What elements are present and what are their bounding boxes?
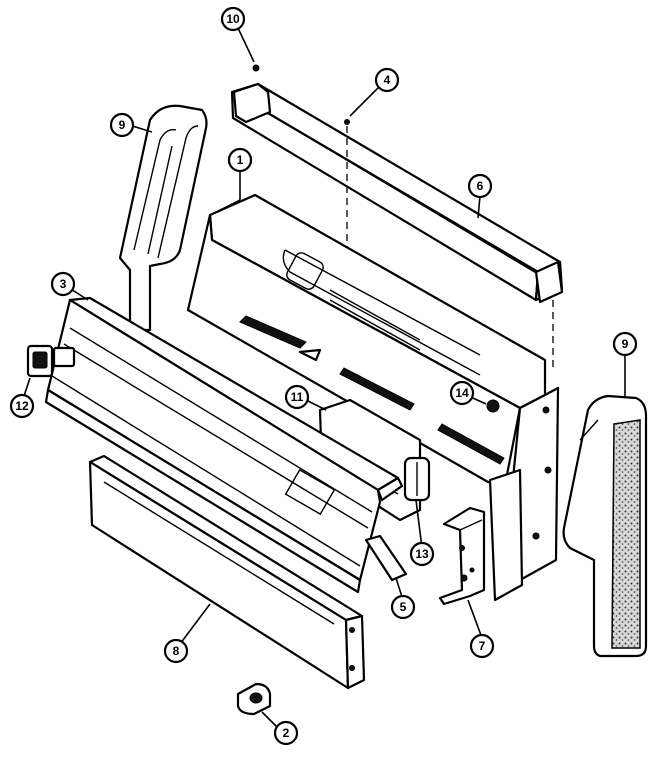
callout-3: 3: [50, 271, 76, 297]
front-panel-part: [44, 296, 404, 594]
control-panel-frame-part: [186, 193, 560, 602]
svg-text:5: 5: [400, 600, 407, 614]
svg-text:13: 13: [415, 547, 429, 561]
right-side-end-cap-part: [562, 394, 648, 658]
svg-text:1: 1: [237, 153, 244, 167]
svg-text:8: 8: [173, 644, 180, 658]
callout-2: 2: [273, 720, 299, 746]
clip-part: [236, 682, 272, 716]
callout-8: 8: [163, 638, 189, 664]
trim-strip-part: [364, 534, 408, 582]
svg-text:6: 6: [477, 179, 484, 193]
svg-text:4: 4: [384, 73, 391, 87]
svg-text:9: 9: [622, 337, 629, 351]
callout-13: 13: [409, 541, 435, 567]
callout-10: 10: [220, 6, 246, 32]
lower-trim-panel-part: [88, 454, 366, 690]
top-rail-part: [230, 64, 564, 304]
callout-1: 1: [227, 147, 253, 173]
svg-text:3: 3: [60, 277, 67, 291]
callout-6: 6: [467, 173, 493, 199]
svg-text:12: 12: [15, 399, 29, 413]
callout-9-right: 9: [612, 331, 638, 357]
svg-text:7: 7: [479, 639, 486, 653]
callout-4: 4: [374, 67, 400, 93]
svg-text:10: 10: [226, 12, 240, 26]
callout-11: 11: [284, 384, 310, 410]
callout-14: 14: [449, 380, 475, 406]
svg-text:11: 11: [291, 390, 304, 404]
svg-text:14: 14: [455, 386, 469, 400]
callout-9-left: 9: [109, 112, 135, 138]
switch-part: [26, 344, 76, 378]
mounting-bracket-part: [438, 506, 486, 606]
callout-5: 5: [390, 594, 416, 620]
left-side-bracket-part: [118, 104, 208, 332]
callout-7: 7: [469, 633, 495, 659]
svg-text:9: 9: [119, 118, 126, 132]
svg-text:2: 2: [283, 726, 290, 740]
connector-part: [403, 456, 431, 502]
callout-12: 12: [9, 393, 35, 419]
